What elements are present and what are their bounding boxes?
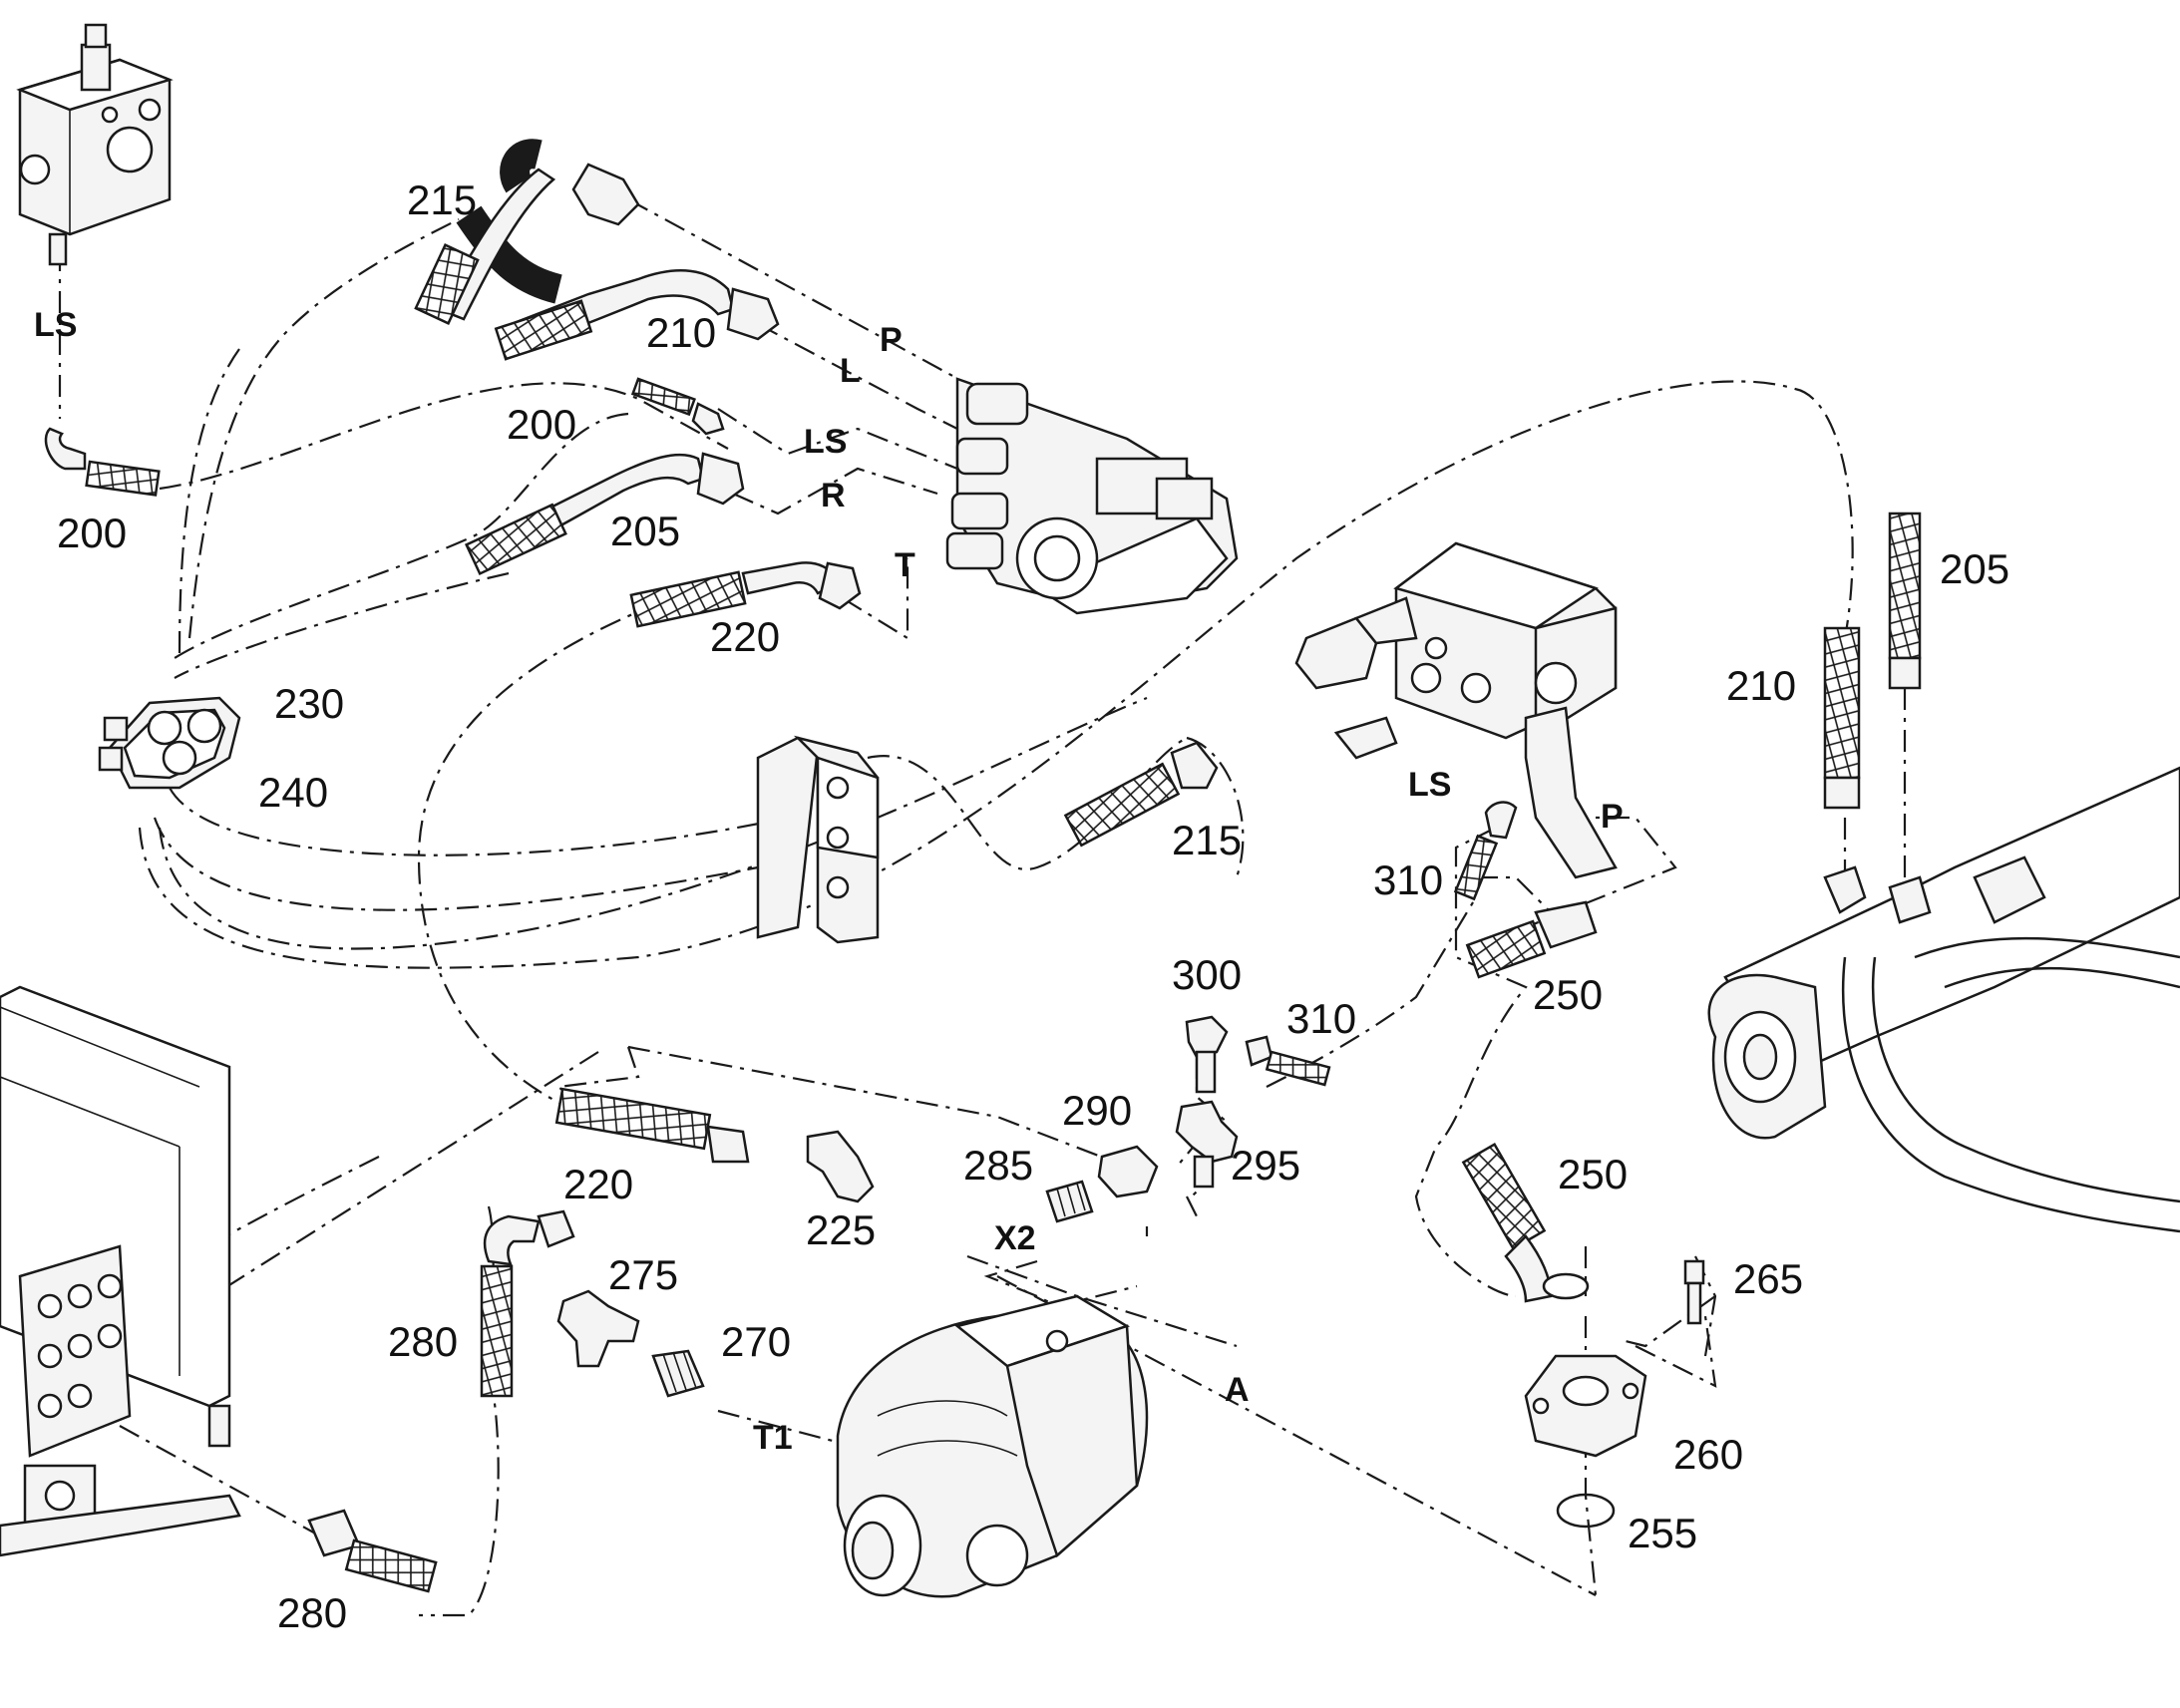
connection-lines [58, 198, 1907, 1617]
hose-215-center [1063, 741, 1219, 848]
port-r: R [821, 477, 846, 514]
hose-250-upper [1465, 900, 1598, 979]
port-labels: LS P L LS R T LS P X2 A T1 [34, 306, 1624, 1457]
port-a: A [1225, 1371, 1250, 1409]
callout-260: 260 [1673, 1431, 1743, 1478]
screw-265 [1683, 1259, 1705, 1325]
hose-205-right [1888, 512, 1922, 690]
callout-215-center: 215 [1172, 817, 1242, 863]
callout-310-lower: 310 [1286, 995, 1356, 1042]
panel-bottom-left [0, 985, 241, 1557]
port-x2: X2 [994, 1219, 1036, 1257]
port-t1: T1 [753, 1419, 793, 1457]
callout-210-right: 210 [1726, 662, 1796, 709]
hose-200-middle [630, 377, 725, 436]
callout-220-lower: 220 [563, 1161, 633, 1207]
tee-300 [1185, 1015, 1229, 1094]
callout-230: 230 [274, 680, 344, 727]
elbow-225 [806, 1130, 875, 1203]
valve-block-top-left [16, 23, 174, 266]
port-ls-top: LS [34, 306, 77, 344]
callout-275: 275 [608, 1251, 678, 1298]
callout-300: 300 [1172, 951, 1242, 998]
valve-block-right [1294, 541, 1618, 879]
callout-210-top: 210 [646, 309, 716, 356]
callout-220-upper: 220 [710, 613, 780, 660]
callout-250-lower: 250 [1558, 1151, 1628, 1197]
callout-280-upper: 280 [388, 1318, 458, 1365]
hydraulic-pump [836, 1294, 1149, 1598]
hose-310-upper [1453, 801, 1518, 901]
callout-240: 240 [258, 769, 328, 816]
callout-265: 265 [1733, 1255, 1803, 1302]
tee-295 [1175, 1100, 1239, 1189]
hose-250-lower [1461, 1142, 1590, 1303]
tee-275 [556, 1289, 640, 1368]
hose-215-top [414, 139, 640, 325]
callout-205-middle: 205 [610, 508, 680, 554]
callout-295: 295 [1231, 1142, 1300, 1189]
adapter-285 [1045, 1180, 1094, 1223]
o-ring-255 [1556, 1493, 1616, 1529]
callout-250-upper: 250 [1533, 971, 1603, 1018]
hose-200-left [44, 427, 161, 497]
callout-labels: 215 210 200 200 205 220 230 240 215 310 … [57, 176, 2009, 1636]
callout-200-middle: 200 [507, 401, 576, 448]
port-p-top: P [880, 321, 903, 359]
callout-270: 270 [721, 1318, 791, 1365]
hose-310-lower [1245, 1035, 1331, 1087]
hose-clamp-230-240 [98, 696, 241, 790]
hose-220-lower [554, 1087, 750, 1164]
hose-210-top [494, 269, 780, 361]
port-p-right: P [1601, 798, 1624, 836]
callout-255: 255 [1628, 1510, 1697, 1556]
callout-225: 225 [806, 1206, 876, 1253]
port-t: T [895, 546, 915, 584]
adapter-270 [651, 1349, 705, 1398]
callout-290: 290 [1062, 1087, 1132, 1134]
cylinder-right [1707, 766, 2180, 1233]
nut-290 [1097, 1145, 1159, 1198]
port-ls-right: LS [1408, 766, 1451, 804]
hose-280-upper [480, 1209, 575, 1398]
hose-220-upper [629, 561, 862, 628]
callout-310-upper: 310 [1373, 856, 1443, 903]
callout-200-left: 200 [57, 510, 127, 556]
hose-210-right [1823, 626, 1861, 810]
port-l: L [840, 352, 861, 390]
control-valve-assembly [945, 377, 1239, 615]
clip-bracket [756, 735, 880, 944]
callout-280-lower: 280 [277, 1589, 347, 1636]
callout-215-top: 215 [407, 176, 477, 223]
port-ls-middle: LS [804, 423, 847, 461]
hose-205-middle [464, 452, 745, 576]
callout-285: 285 [963, 1142, 1033, 1189]
callout-205-right: 205 [1940, 545, 2009, 592]
flange-260 [1524, 1354, 1647, 1458]
hose-280-lower [307, 1509, 438, 1593]
